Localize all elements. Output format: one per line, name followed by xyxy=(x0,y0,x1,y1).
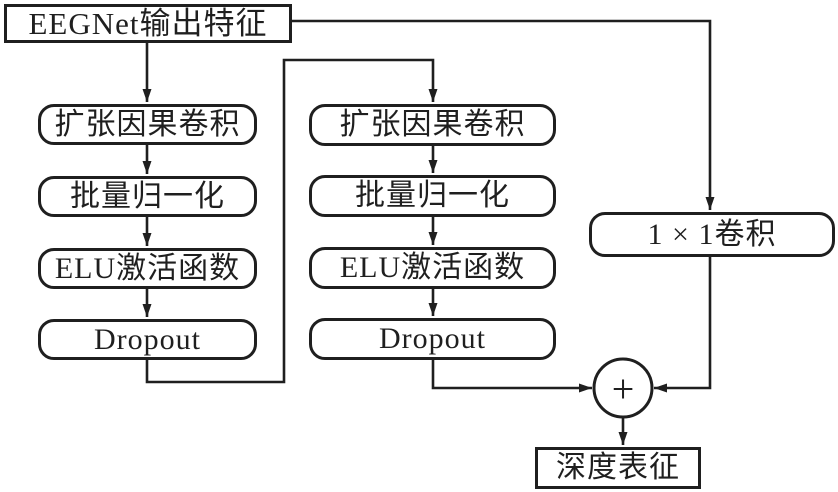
block1-dropout: Dropout xyxy=(38,319,257,360)
sum-circle xyxy=(592,357,654,419)
block2-batch-norm: 批量归一化 xyxy=(309,175,556,217)
block1-elu-activation: ELU激活函数 xyxy=(38,248,257,289)
block1-dilated-causal-conv: 扩张因果卷积 xyxy=(38,104,257,145)
block2-elu-activation: ELU激活函数 xyxy=(309,247,556,289)
arrow-block2-to-sum xyxy=(431,360,592,393)
block2-dilated-causal-conv: 扩张因果卷积 xyxy=(309,104,556,146)
node-eegnet-output-features: EEGNet输出特征 xyxy=(4,4,292,43)
sum-label: + xyxy=(612,367,635,412)
arrow-skip-conv-to-sum xyxy=(654,257,712,393)
arrow-input-to-skip-conv xyxy=(292,19,715,210)
block2-dropout: Dropout xyxy=(309,318,556,360)
arrow-block1-to-block2 xyxy=(145,58,438,384)
node-deep-representation: 深度表征 xyxy=(535,447,701,489)
block1-batch-norm: 批量归一化 xyxy=(38,176,257,217)
node-1x1-conv: 1 × 1卷积 xyxy=(589,212,835,257)
